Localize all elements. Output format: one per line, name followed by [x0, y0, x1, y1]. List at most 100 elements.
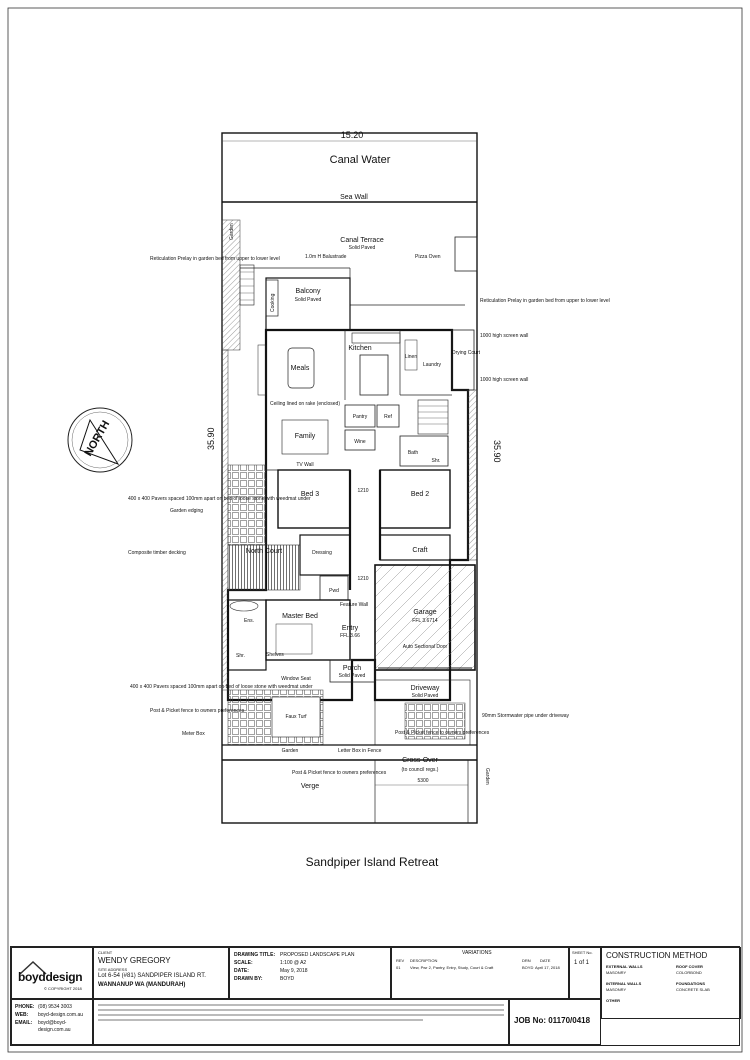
address-line2: WANNANUP WA (MANDURAH)	[98, 982, 186, 988]
client-name: WENDY GREGORY	[98, 956, 171, 965]
rev-value: 01	[396, 965, 401, 970]
cross-over-label: Cross-Over	[402, 757, 438, 764]
dressing	[299, 534, 351, 576]
roof-value: COLORBOND	[676, 970, 702, 975]
dim-side: 35.90	[492, 440, 502, 463]
family-label: Family	[295, 433, 316, 440]
pwd-label: Pwd	[329, 588, 339, 594]
porch-label: Porch	[343, 665, 361, 672]
scale-label: SCALE:	[234, 960, 253, 966]
fine-print	[98, 1004, 504, 1024]
drawing-title: Sandpiper Island Retreat	[306, 855, 439, 869]
drawing-title-label: DRAWING TITLE:	[234, 952, 276, 958]
pavers-note-front: 400 x 400 Pavers spaced 100mm apart on b…	[130, 684, 313, 690]
garden-left-label: Garden	[229, 223, 235, 240]
entry-ffl: FFL 3.66	[340, 633, 360, 639]
reticulation-left-note: Reticulation Prelay in garden bed from u…	[150, 256, 280, 262]
ens-shr-label: Shr.	[236, 653, 245, 659]
council-label: (to council regs.)	[402, 767, 439, 773]
drn-header: DRN	[522, 958, 531, 963]
craft-label: Craft	[412, 547, 427, 554]
ens-label: Ens.	[244, 618, 254, 624]
driveway-paved: Solid Paved	[412, 693, 439, 699]
pantry-label: Pantry	[353, 414, 368, 420]
construction-title: CONSTRUCTION METHOD	[606, 951, 708, 960]
garage-ffl: FFL 3.6714	[412, 618, 438, 624]
notes-block	[93, 999, 509, 1045]
driveway-pavers	[404, 702, 466, 740]
garage-label: Garage	[413, 609, 436, 616]
canal-water-label: Canal Water	[330, 154, 391, 166]
date-header: DATE	[540, 958, 551, 963]
kitchen-bench	[351, 332, 401, 344]
dim-1210-a: 1210	[357, 488, 368, 494]
garden-front-label: Garden	[282, 748, 299, 754]
ceiling-note: Ceiling lined on rake (enclosed)	[270, 401, 340, 407]
left-pavers	[227, 464, 267, 546]
north-court-deck	[227, 544, 301, 591]
rev-date: April 17, 2018	[535, 965, 560, 970]
stormwater-note: 90mm Stormwater pipe under driveway	[482, 713, 569, 719]
site-label: SITE ADDRESS	[98, 967, 128, 972]
bed3-label: Bed 3	[301, 491, 319, 498]
meals-label: Meals	[291, 365, 310, 372]
driveway-label: Driveway	[411, 685, 440, 692]
email-link[interactable]: boyd@boyd-design.com.au	[38, 1020, 71, 1033]
bath-label: Bath	[408, 450, 419, 456]
reticulation-right-note: Reticulation Prelay in garden bed from u…	[480, 298, 610, 304]
garden-edging-note: Garden edging	[170, 508, 203, 514]
window-seat-label: Window Seat	[281, 676, 311, 682]
pizza-oven-label: Pizza Oven	[415, 254, 441, 260]
client-block: CLIENT WENDY GREGORY SITE ADDRESS Lot 6-…	[93, 947, 229, 999]
web-link[interactable]: boyd-design.com.au	[38, 1012, 84, 1018]
job-number: JOB No: 01170/0418	[514, 1016, 591, 1025]
address-line1: Lot 6-54 (#81) SANDPIPER ISLAND RT.	[98, 973, 206, 979]
porch	[329, 659, 376, 683]
sea-wall-label: Sea Wall	[340, 194, 368, 201]
master-bed-furniture	[275, 623, 313, 655]
job-number-block: JOB No: 01170/0418	[509, 999, 601, 1045]
faux-turf-label: Faux Turf	[285, 714, 307, 720]
scale-value: 1:100 @ A2	[280, 960, 307, 966]
copyright: © COPYRIGHT 2018	[44, 986, 82, 991]
ref-label: Ref	[384, 414, 392, 420]
dim-1210-b: 1210	[357, 576, 368, 582]
faux-turf	[271, 696, 321, 738]
right-garden-strip	[467, 389, 478, 561]
verge-label: Verge	[301, 783, 319, 790]
laundry-label: Laundry	[423, 362, 442, 368]
variations-block: VARIATIONS REV DESCRIPTION DRN DATE 01 V…	[391, 947, 569, 999]
date-label: DATE:	[234, 968, 249, 974]
dim-5300: 5300	[417, 778, 428, 784]
variations-title: VARIATIONS	[462, 950, 492, 956]
dressing-label: Dressing	[312, 550, 332, 556]
linen-label: Linen	[405, 354, 417, 360]
construction-block: CONSTRUCTION METHOD EXTERNAL WALLS MASON…	[601, 947, 741, 1019]
bath	[399, 435, 449, 467]
phone-value[interactable]: (08) 9534 3003	[38, 1004, 72, 1010]
canal-terrace-paved: Solid Paved	[349, 245, 376, 251]
north-arrow-pointer	[79, 418, 120, 465]
ext-walls-value: MASONRY	[606, 970, 627, 975]
logo-house-icon	[19, 960, 47, 975]
fence-note-right: Post & Picket fence to owners preference…	[395, 730, 490, 736]
north-arrow-ring	[67, 407, 133, 473]
fence-note-verge: Post & Picket fence to owners preference…	[292, 770, 387, 776]
date-value: May 9, 2018	[280, 968, 308, 974]
drawing-title-value: PROPOSED LANDSCAPE PLAN	[280, 952, 355, 958]
meals-table	[287, 347, 315, 389]
tv-wall-label: TV Wall	[296, 462, 313, 468]
composite-decking-note: Composite timber decking	[128, 550, 186, 556]
master-bed-label: Master Bed	[282, 613, 318, 620]
cooking-label: Cooking	[270, 293, 276, 312]
garden-right-label: Garden	[484, 768, 490, 785]
entry-label: Entry	[342, 625, 359, 632]
cooking-bench	[265, 279, 279, 317]
client-label: CLIENT	[98, 950, 113, 955]
email-label: EMAIL:	[15, 1020, 33, 1026]
porch-paved: Solid Paved	[339, 673, 366, 679]
desc-header: DESCRIPTION	[410, 958, 438, 963]
wine	[344, 429, 376, 451]
pavers-note-left: 400 x 400 Pavers spaced 100mm apart on b…	[128, 496, 311, 502]
